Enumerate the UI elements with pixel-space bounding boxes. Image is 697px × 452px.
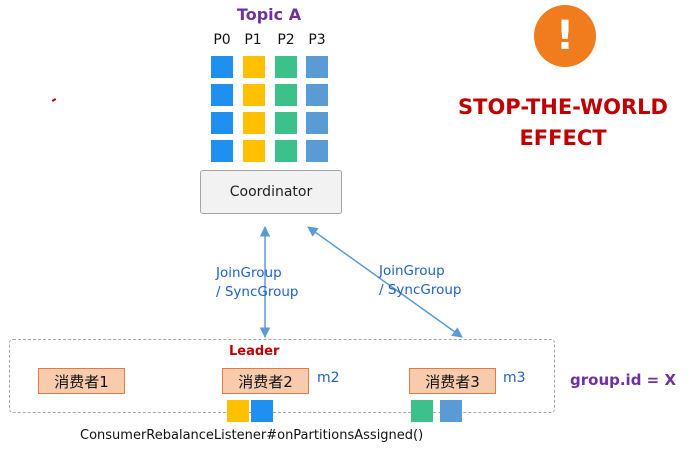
partition-cell-p2 (275, 140, 297, 162)
partition-cell-p1 (243, 112, 265, 134)
joingroup-label-2-line2: / SyncGroup (379, 282, 462, 298)
joingroup-arrow-coordinator-consumer3 (307, 226, 463, 338)
joingroup-label-1-line1: JoinGroup (216, 265, 282, 281)
consumer-2: 消费者2 (222, 368, 309, 394)
assigned-partition-p3 (440, 400, 462, 422)
partition-cell-p1 (243, 56, 265, 78)
joingroup-label-1-line2: / SyncGroup (216, 284, 299, 300)
joingroup-label-2: JoinGroup / SyncGroup (379, 262, 461, 300)
stop-the-world-text: STOP-THE-WORLD EFFECT (432, 92, 694, 154)
leader-label: Leader (229, 344, 280, 359)
rebalance-listener-text: ConsumerRebalanceListener#onPartitionsAs… (80, 428, 424, 443)
group-id-label: group.id = X (570, 371, 677, 389)
partition-cell-p1 (243, 84, 265, 106)
consumer-3: 消费者3 (409, 368, 496, 394)
partition-cell-p2 (275, 112, 297, 134)
consumer-3-label: 消费者3 (425, 372, 480, 391)
coordinator-box: Coordinator (200, 170, 342, 214)
exclamation-icon: ! (534, 5, 596, 67)
partition-cell-p2 (275, 84, 297, 106)
consumer-1: 消费者1 (38, 368, 125, 394)
member-id-m3: m3 (503, 370, 526, 386)
exclamation-symbol: ! (555, 13, 575, 59)
stop-the-world-line1: STOP-THE-WORLD (458, 95, 668, 119)
joingroup-label-1: JoinGroup / SyncGroup (216, 264, 298, 302)
partition-cell-p3 (306, 56, 328, 78)
assigned-partition-p0 (251, 400, 273, 422)
partition-cell-p2 (275, 56, 297, 78)
partition-label-p0: P0 (213, 32, 231, 48)
member-id-m2: m2 (317, 370, 340, 386)
partition-cell-p3 (306, 140, 328, 162)
partition-cell-p3 (306, 112, 328, 134)
partition-cell-p0 (211, 112, 233, 134)
partition-cell-p0 (211, 140, 233, 162)
partition-label-p3: P3 (308, 32, 326, 48)
assigned-partition-p2 (411, 400, 433, 422)
consumer-group-box (9, 339, 555, 413)
stop-the-world-line2: EFFECT (519, 126, 607, 150)
topic-title: Topic A (236, 5, 302, 24)
partition-label-p1: P1 (244, 32, 262, 48)
partition-cell-p0 (211, 84, 233, 106)
consumer-1-label: 消费者1 (54, 372, 109, 391)
partition-cell-p3 (306, 84, 328, 106)
partition-cell-p1 (243, 140, 265, 162)
partition-label-p2: P2 (277, 32, 295, 48)
consumer-2-label: 消费者2 (238, 372, 293, 391)
coordinator-label: Coordinator (229, 184, 313, 200)
joingroup-label-2-line1: JoinGroup (379, 263, 445, 279)
partition-cell-p0 (211, 56, 233, 78)
assigned-partition-p1 (227, 400, 249, 422)
